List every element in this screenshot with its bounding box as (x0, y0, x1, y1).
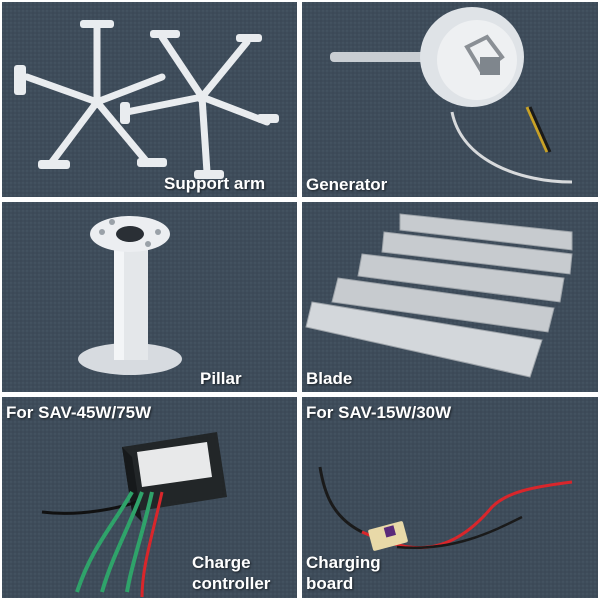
blade-image (302, 202, 598, 392)
support-arm-image (2, 2, 297, 197)
charging-board-photo: For SAV-15W/30W Charging board (302, 397, 598, 598)
generator-shaft (330, 52, 440, 62)
board-label-line1: Charging (306, 553, 381, 572)
green-wires (75, 491, 154, 593)
charge-controller-photo: For SAV-45W/75W Charge controller (2, 397, 297, 598)
generator-photo: Generator (302, 2, 598, 197)
support-arm-left-tips (14, 20, 167, 169)
pillar-photo: Pillar (2, 202, 297, 392)
support-arm-right (123, 33, 271, 176)
blade-stack (305, 213, 573, 378)
charging-board-image (302, 397, 598, 598)
blade-photo: Blade (302, 202, 598, 392)
controller-model-label: For SAV-45W/75W (6, 403, 152, 422)
support-arm-label: Support arm (164, 174, 266, 193)
board-model-label: For SAV-15W/30W (306, 403, 452, 422)
charge-controller-image (2, 397, 297, 598)
support-arm-photo: Support arm (2, 2, 297, 197)
support-arm-right-tips (120, 30, 279, 179)
pillar-label: Pillar (200, 369, 242, 388)
blade-label: Blade (306, 369, 353, 388)
board-label-line2: board (306, 574, 354, 593)
controller-label-line1: Charge (192, 553, 251, 572)
support-arm-left (23, 23, 166, 166)
generator-image (302, 2, 598, 197)
red-wire (140, 491, 164, 598)
pillar-image (2, 202, 297, 392)
charging-board-pcb (368, 521, 408, 551)
generator-label: Generator (306, 175, 388, 194)
controller-label-line2: controller (192, 574, 271, 593)
